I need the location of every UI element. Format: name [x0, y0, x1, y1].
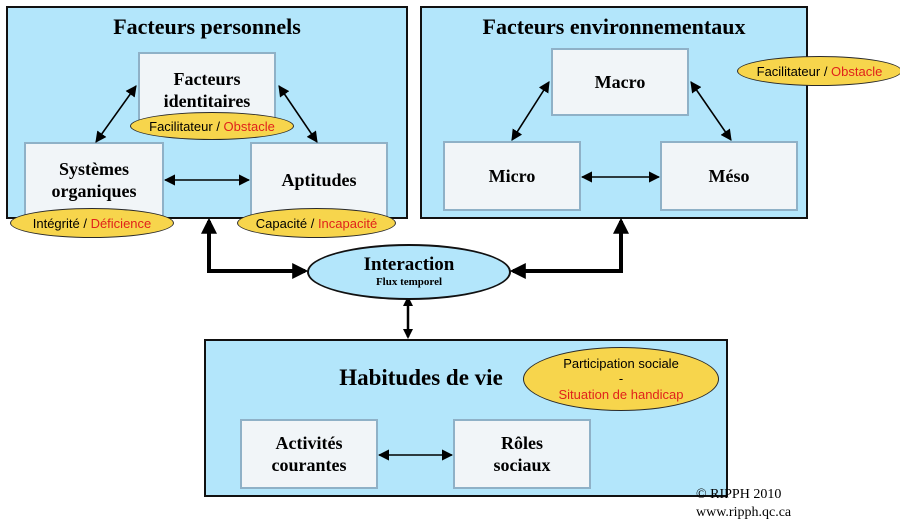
interaction-ellipse: Interaction Flux temporel [307, 244, 511, 300]
abilities-badge-positive: Capacité [255, 215, 308, 231]
activities-box: Activités courantes [240, 419, 378, 489]
micro-label: Micro [488, 165, 536, 186]
identity-badge-separator: / [212, 118, 224, 134]
copyright-line1: © RIPPH 2010 [696, 487, 782, 502]
organic-systems-line1: Systèmes [59, 158, 129, 179]
micro-box: Micro [443, 141, 581, 211]
systems-badge-positive: Intégrité [32, 215, 80, 231]
environmental-badge-negative: Obstacle [831, 63, 883, 79]
activities-line1: Activités [275, 432, 343, 453]
identity-badge: Facilitateur / Obstacle [130, 112, 294, 140]
arrow-identity-abilities [278, 85, 318, 143]
copyright: © RIPPH 2010 www.ripph.qc.ca [696, 486, 791, 522]
macro-box: Macro [551, 48, 689, 116]
environmental-factors-title: Facteurs environnementaux [482, 14, 746, 39]
systems-badge-separator: / [79, 215, 91, 231]
organic-systems-line2: organiques [51, 181, 137, 201]
identity-badge-negative: Obstacle [223, 118, 275, 134]
macro-label: Macro [594, 71, 646, 92]
activities-line2: courantes [271, 455, 347, 475]
systems-badge-negative: Déficience [90, 215, 152, 231]
arrow-identity-systems [95, 85, 137, 143]
environmental-badge: Facilitateur / Obstacle [737, 56, 900, 86]
identity-factors-line2: identitaires [163, 91, 251, 111]
arrow-environmental-interaction [509, 217, 629, 279]
arrow-personal-interaction [201, 217, 309, 279]
abilities-badge-separator: / [307, 215, 318, 231]
abilities-box: Aptitudes [250, 142, 388, 218]
social-roles-box: Rôles sociaux [453, 419, 591, 489]
identity-factors-line1: Facteurs [173, 68, 241, 89]
arrow-macro-micro [511, 81, 550, 141]
abilities-badge-negative: Incapacité [317, 215, 378, 231]
environmental-badge-separator: / [820, 63, 832, 79]
life-badge-line3: Situation de handicap [558, 386, 684, 402]
social-roles-line1: Rôles [500, 432, 543, 453]
copyright-url: www.ripph.qc.ca [696, 505, 792, 520]
arrow-macro-meso [690, 81, 732, 141]
interaction-subtitle: Flux temporel [375, 275, 443, 288]
interaction-title: Interaction [363, 253, 455, 275]
life-badge-line2: - [618, 371, 624, 387]
environmental-badge-positive: Facilitateur [756, 63, 821, 79]
life-habits-badge: Participation sociale - Situation de han… [523, 347, 719, 411]
life-badge-line1: Participation sociale [563, 355, 679, 371]
personal-factors-title: Facteurs personnels [113, 14, 301, 39]
systems-badge: Intégrité / Déficience [10, 208, 174, 238]
abilities-label: Aptitudes [281, 169, 357, 190]
social-roles-line2: sociaux [493, 455, 551, 475]
identity-badge-positive: Facilitateur [149, 118, 213, 134]
meso-box: Méso [660, 141, 798, 211]
meso-label: Méso [708, 165, 750, 186]
life-habits-title: Habitudes de vie [339, 365, 503, 390]
abilities-badge: Capacité / Incapacité [237, 208, 396, 238]
